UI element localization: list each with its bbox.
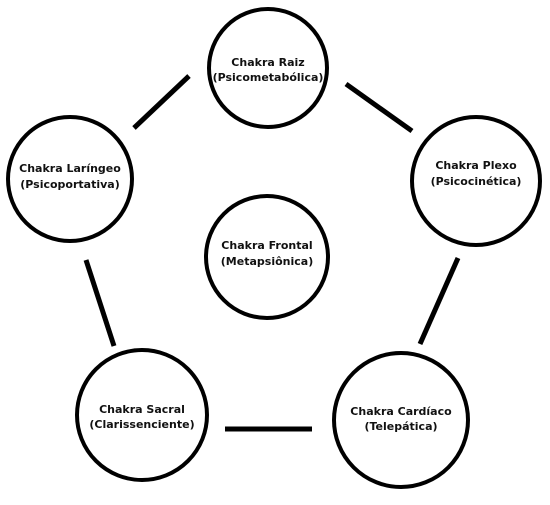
node-cardiac-circle (332, 351, 470, 489)
node-plexus-circle (410, 115, 542, 247)
node-sacral-circle (75, 348, 209, 482)
node-root-name: Chakra Raiz (231, 56, 304, 69)
connector-plexus-cardiac (417, 256, 461, 346)
node-plexus-name: Chakra Plexo (435, 159, 517, 172)
node-frontal: Chakra Frontal (Metapsiônica) (204, 194, 330, 320)
node-laryngeal: Chakra Laríngeo (Psicoportativa) (6, 115, 134, 243)
node-laryngeal-name: Chakra Laríngeo (19, 162, 121, 175)
node-cardiac: Chakra Cardíaco (Telepática) (332, 351, 470, 489)
node-plexus: Chakra Plexo (Psicocinética) (410, 115, 542, 247)
node-laryngeal-circle (6, 115, 134, 243)
node-frontal-circle (204, 194, 330, 320)
connector-root-plexus (344, 81, 414, 134)
node-sacral: Chakra Sacral (Clarissenciente) (75, 348, 209, 482)
connector-laryngeal-root (132, 74, 191, 130)
connector-sacral-laryngeal (83, 259, 117, 347)
node-root-circle (207, 7, 329, 129)
node-sacral-name: Chakra Sacral (99, 403, 185, 416)
node-laryngeal-sub: (Psicoportativa) (20, 178, 119, 191)
node-cardiac-sub: (Telepática) (364, 420, 437, 433)
node-root: Chakra Raiz (Psicometabólica) (207, 7, 329, 129)
node-frontal-name: Chakra Frontal (221, 239, 312, 252)
node-sacral-sub: (Clarissenciente) (89, 418, 194, 431)
node-plexus-sub: (Psicocinética) (431, 175, 522, 188)
connectors (83, 74, 461, 432)
node-root-sub: (Psicometabólica) (213, 71, 324, 84)
node-frontal-sub: (Metapsiônica) (221, 255, 313, 268)
node-cardiac-name: Chakra Cardíaco (350, 405, 452, 418)
